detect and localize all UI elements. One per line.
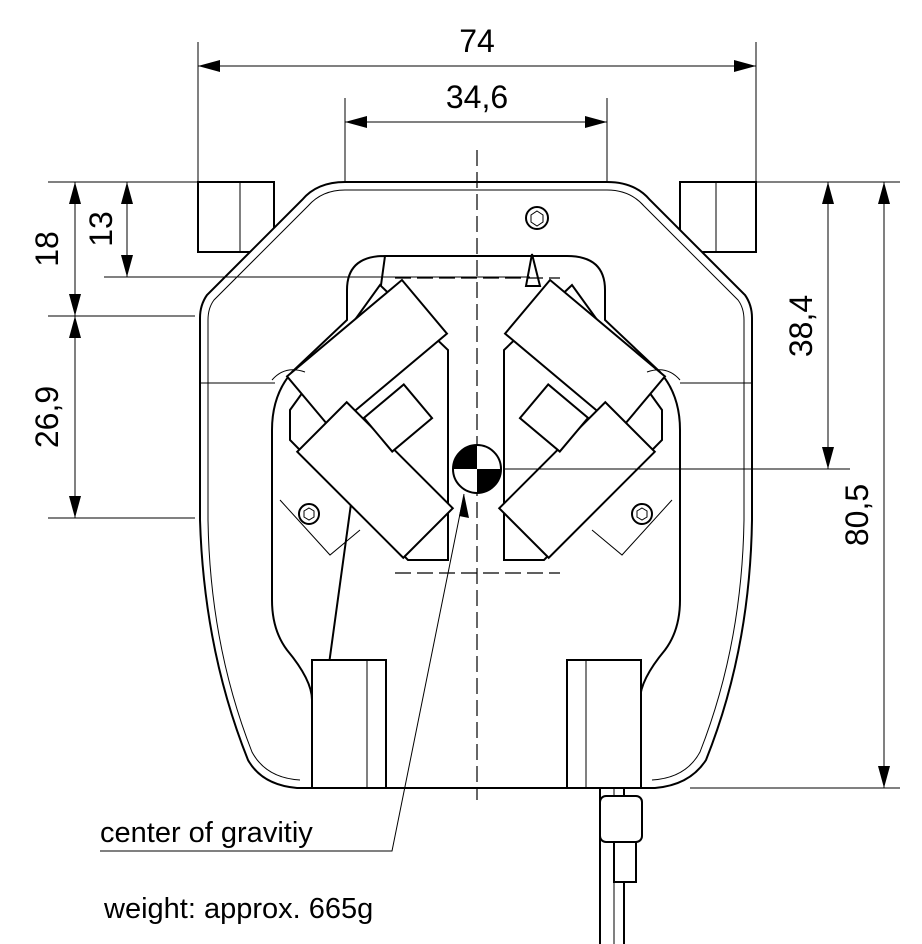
dim-height-13: 13: [83, 182, 530, 278]
dim-overall-width-label: 74: [459, 23, 495, 59]
dim-overall-height: 80,5: [690, 182, 900, 789]
dim-height-18: 18: [29, 182, 195, 317]
left-jaw: [271, 278, 455, 561]
dim-height-38-4-label: 38,4: [783, 295, 819, 357]
dim-overall-height-label: 80,5: [839, 484, 875, 546]
weight-label: weight: approx. 665g: [103, 893, 373, 925]
screw-hole-top: [525, 206, 549, 230]
cable-connector: [599, 788, 643, 944]
dim-height-13-label: 13: [83, 211, 119, 247]
inner-pocket: [271, 254, 681, 789]
dim-height-26-9: 26,9: [29, 316, 195, 519]
left-mount-tab: [197, 181, 275, 253]
right-jaw: [497, 278, 681, 561]
screw-hole-left: [298, 503, 320, 525]
screw-hole-right: [631, 503, 653, 525]
center-of-gravity-symbol: [452, 444, 502, 494]
wedge-marker: [524, 253, 542, 287]
dashed-outline: [395, 277, 560, 574]
dim-inner-width: 34,6: [344, 79, 608, 182]
dim-inner-width-label: 34,6: [446, 79, 508, 115]
center-of-gravity-label: center of gravitiy: [100, 817, 313, 849]
dim-height-26-9-label: 26,9: [29, 386, 65, 448]
right-finger: [566, 659, 642, 789]
dim-height-18-label: 18: [29, 231, 65, 267]
left-finger: [311, 659, 387, 789]
right-mount-tab: [679, 181, 757, 253]
cog-leader: [100, 493, 469, 852]
dim-overall-width: 74: [197, 23, 757, 182]
dim-height-38-4: 38,4: [505, 182, 850, 470]
